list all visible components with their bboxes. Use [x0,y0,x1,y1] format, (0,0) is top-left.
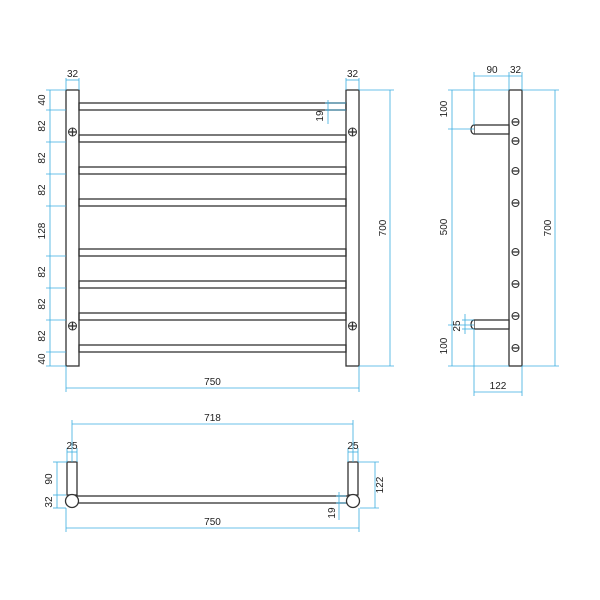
mounting-screw-icon [348,321,357,331]
dim-gap: 128 [37,222,48,239]
dim-gap: 82 [37,330,48,342]
dimension-lines-front [46,78,394,392]
side-bracket-top [473,124,510,135]
dim-top-total-width: 750 [204,517,221,528]
top-bracket-right [347,461,359,496]
dim-side-bracket-spacing: 500 [439,218,450,235]
rail [78,102,347,111]
dim-gap: 82 [37,152,48,164]
dim-side-top-offset: 100 [439,100,450,117]
mounting-screw-icon [68,321,77,331]
dim-side-bracket-thickness: 25 [452,320,463,332]
dim-gap: 82 [37,120,48,132]
dim-top-post-depth: 32 [44,496,55,508]
side-bracket-cap [470,319,475,330]
dim-gap: 82 [37,298,48,310]
mounting-screw-icon [348,127,357,137]
dim-post-width-right: 32 [347,69,359,80]
mounting-screw-icon [68,127,77,137]
front-view: 32 32 40 82 82 82 128 82 82 82 40 700 75… [37,69,394,392]
rail [78,312,347,321]
dim-side-total-height: 700 [543,219,554,236]
dim-side-post-width: 32 [510,65,522,76]
top-post-right [345,493,361,509]
dim-gap: 40 [37,94,48,106]
rail [78,134,347,143]
dim-top-total-depth: 122 [375,476,386,493]
side-screw-icons [511,118,520,352]
rail [78,280,347,289]
rail [78,248,347,257]
top-rail [71,495,354,504]
dim-post-width-left: 32 [67,69,79,80]
rails [78,102,347,353]
top-post-left [64,493,80,509]
rail [78,166,347,175]
dim-total-height: 700 [378,219,389,236]
dimension-lines-top [53,420,379,532]
rail [78,198,347,207]
right-post [345,89,360,367]
dim-rail-thickness: 19 [315,110,326,122]
dim-total-width: 750 [204,377,221,388]
dim-top-bracket-depth: 90 [44,473,55,485]
rail [78,344,347,353]
top-view: 718 25 25 90 32 122 19 750 [44,413,386,532]
side-post [508,89,523,367]
left-post [65,89,80,367]
dim-side-depth: 90 [486,65,498,76]
dim-side-total-depth: 122 [490,381,507,392]
top-bracket-left [66,461,78,496]
dim-top-inner-width: 718 [204,413,221,424]
side-bracket-bottom [473,319,510,330]
side-bracket-cap [470,124,475,135]
dim-gap: 82 [37,266,48,278]
dim-top-bracket-right: 25 [347,441,359,452]
dim-gap: 82 [37,184,48,196]
dimension-lines-side [448,72,559,396]
side-view: 90 32 100 500 25 100 700 122 [439,65,559,396]
dim-top-bracket-left: 25 [66,441,78,452]
dim-top-rail-thickness: 19 [327,507,338,519]
dim-gap: 40 [37,353,48,365]
dim-side-bottom-offset: 100 [439,337,450,354]
